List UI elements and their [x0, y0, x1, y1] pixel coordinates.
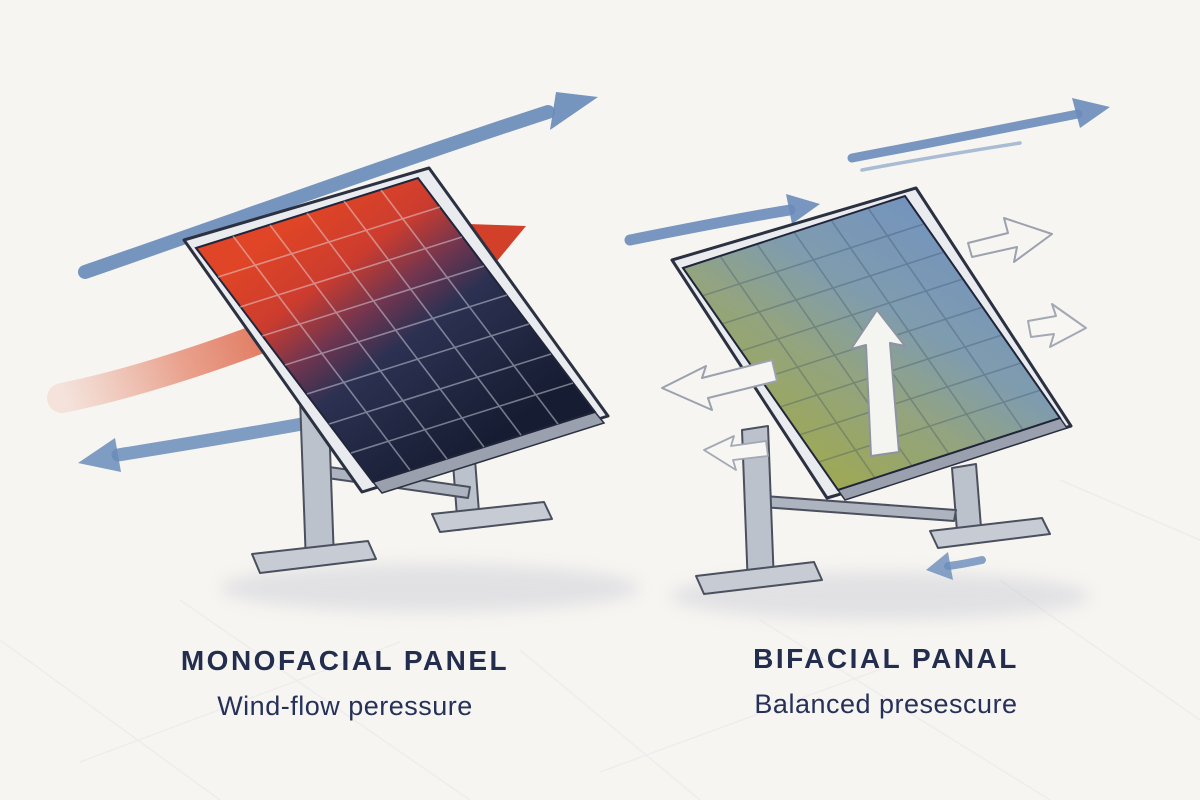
panel-surface — [194, 176, 597, 484]
panel-cell-grid — [217, 189, 574, 471]
monofacial-title: MONOFACIAL PANEL — [180, 645, 510, 676]
balance-arrow-top-right — [967, 217, 1053, 263]
balance-arrow-left — [661, 359, 778, 411]
underside-arrow — [926, 552, 986, 580]
wind-arrow-main-left-scene — [78, 92, 598, 279]
monofacial-subtitle: Wind-flow peressure — [217, 691, 473, 721]
recirculation-arrow-left-scene — [78, 411, 342, 472]
left-ground-shadow — [220, 564, 640, 612]
stand-front-foot — [251, 540, 377, 574]
bifacial-subtitle: Balanced presescure — [754, 689, 1018, 719]
balance-arrow-mid-right — [1027, 303, 1087, 348]
bifacial-caption: BIFACIAL PANAL Balanced presescure — [686, 643, 1086, 720]
monofacial-panel — [182, 166, 610, 494]
stand-rear-foot — [929, 517, 1051, 549]
stand-front-foot — [695, 561, 823, 595]
stand-brace — [761, 495, 957, 522]
balance-arrow-lower-left — [703, 435, 769, 471]
floor-tile-lines — [0, 479, 1200, 800]
bifacial-stand — [695, 425, 1051, 595]
bifacial-title: BIFACIAL PANAL — [753, 643, 1019, 674]
monofacial-caption: MONOFACIAL PANEL Wind-flow peressure — [145, 645, 545, 722]
stand-rear-foot — [431, 501, 553, 533]
wind-arrow-right-scene-low — [624, 194, 820, 246]
uplift-arrow — [850, 309, 906, 457]
wind-arrow-right-scene-high — [847, 98, 1110, 172]
